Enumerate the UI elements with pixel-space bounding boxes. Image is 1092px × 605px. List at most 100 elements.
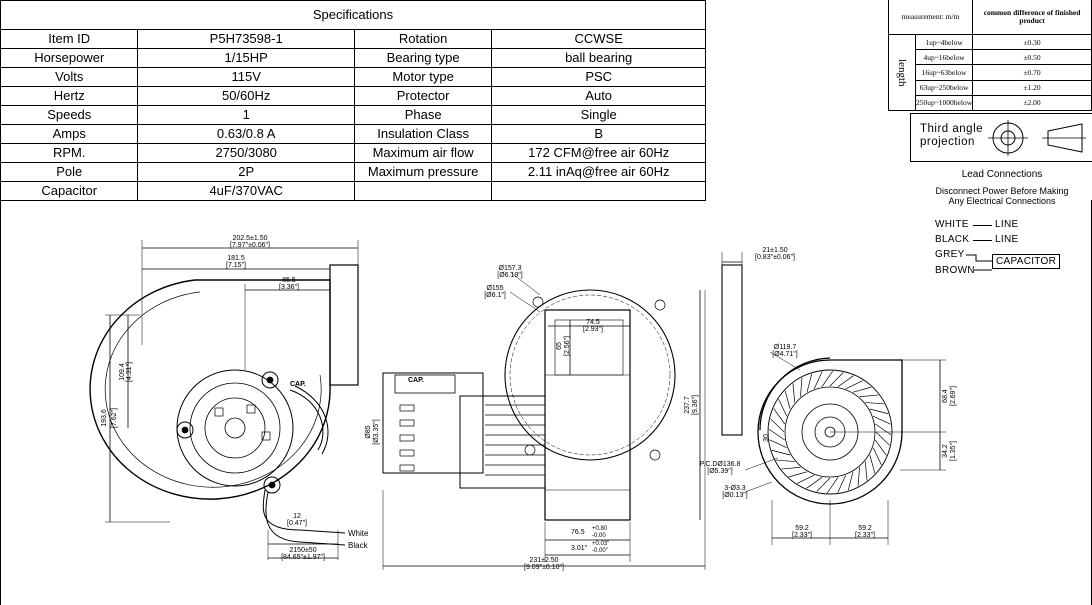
- mid-cap-label: CAP.: [408, 377, 424, 384]
- impeller-blade: [864, 461, 868, 481]
- right-dim-30: 30: [763, 434, 770, 442]
- spec-value: 172 CFM@free air 60Hz: [491, 143, 706, 163]
- spec-value: 50/60Hz: [137, 86, 355, 106]
- projection-line2: projection: [920, 136, 975, 148]
- right-dim-119b: [Ø4.71"]: [772, 351, 797, 358]
- mid-dim-157: Ø157.3: [499, 265, 522, 272]
- left-dim-2150b: [84.65"±1.97"]: [281, 554, 325, 561]
- spec-key: Phase: [353, 105, 493, 125]
- impeller-blade: [869, 408, 889, 415]
- mid-dim-231: 231±2.50: [529, 557, 558, 564]
- right-dim-holes: 3-Ø3.3: [724, 485, 746, 492]
- left-dim-193b: [7.62"]: [111, 408, 118, 428]
- impeller-blade: [857, 467, 860, 487]
- spec-key: Capacitor: [0, 181, 139, 201]
- impeller-blade: [875, 439, 887, 456]
- mid-dim-76-plus: +0.80: [592, 526, 608, 532]
- left-cap-label: CAP.: [290, 381, 306, 388]
- mid-dim-237: 237.7: [684, 396, 691, 414]
- tolerance-value: ±0.30: [972, 33, 1092, 51]
- spec-key: Maximum air flow: [353, 143, 493, 163]
- tolerance-value: ±0.50: [972, 49, 1092, 66]
- spec-value: 1/15HP: [137, 48, 355, 68]
- left-dim-193: 193.6: [101, 409, 108, 427]
- spec-value: 2.11 inAq@free air 60Hz: [491, 162, 706, 182]
- right-dim-59ab: [2.33"]: [792, 532, 812, 539]
- impeller-blade: [778, 398, 788, 417]
- impeller-blade: [821, 370, 834, 387]
- tolerance-row: 63up~250below±1.20: [889, 79, 1092, 96]
- right-dim-21b: [0.83"±0.06"]: [755, 254, 795, 261]
- mid-dim-155: Ø155: [486, 285, 503, 292]
- right-dim-21: 21±1.50: [762, 247, 787, 254]
- spec-value: 2750/3080: [137, 143, 355, 163]
- wire-grey-label: GREY: [935, 249, 965, 260]
- impeller-blade: [875, 431, 890, 446]
- projection-line1: Third angle: [920, 123, 984, 135]
- mid-dim-85: Ø85: [365, 425, 372, 438]
- mid-dim-74b: [2.93"]: [583, 326, 603, 333]
- left-dim-181: 181.5: [227, 255, 245, 262]
- impeller-blade: [800, 377, 803, 397]
- impeller-blade: [806, 373, 813, 393]
- impeller-blade: [837, 375, 854, 387]
- spec-key: Maximum pressure: [353, 162, 493, 182]
- blower-technical-drawing: 202.5±1.50 [7.97"±0.06"] 181.5 [7.15"] 8…: [89, 235, 957, 571]
- right-dim-pcdb: [Ø5.39"]: [707, 468, 732, 475]
- spec-value: P5H73598-1: [137, 29, 355, 49]
- wire-brown-label: BROWN: [935, 265, 975, 276]
- tolerance-row: 16up~63below±0.70: [889, 64, 1092, 81]
- impeller-blade: [847, 471, 854, 491]
- right-dim-34b: [1.35"]: [950, 441, 957, 461]
- impeller-blade: [829, 372, 844, 387]
- left-dim-109: 109.4: [119, 363, 126, 381]
- projection-box: Third angle projection: [910, 113, 1092, 162]
- left-white-label: White: [348, 529, 369, 538]
- right-dim-holesb: [Ø0.13"]: [722, 492, 747, 499]
- spec-value: [491, 181, 706, 201]
- left-view: [89, 240, 359, 560]
- tolerance-header-measure: measurement: m/m: [887, 0, 974, 35]
- spec-value: 2P: [137, 162, 355, 182]
- mid-dim-301: 3.01": [571, 545, 588, 552]
- spec-value: PSC: [491, 67, 706, 87]
- tolerance-value: ±1.20: [972, 79, 1092, 96]
- mid-dim-65b: [2.56"]: [564, 336, 571, 356]
- impeller-blade: [816, 477, 831, 492]
- right-view: [721, 252, 946, 545]
- spec-key: Item ID: [0, 29, 139, 49]
- impeller-blade: [852, 386, 872, 393]
- impeller-blade: [869, 454, 876, 474]
- impeller-blade: [873, 415, 891, 425]
- capacitor-box: CAPACITOR: [992, 254, 1061, 269]
- left-dim-109b: [4.31"]: [126, 362, 133, 382]
- left-dim-181b: [7.15"]: [226, 262, 246, 269]
- impeller-blade: [771, 449, 791, 456]
- spec-value: CCWSE: [491, 29, 706, 49]
- spec-key: Pole: [0, 162, 139, 182]
- spec-key: Protector: [353, 86, 493, 106]
- spec-value: ball bearing: [491, 48, 706, 68]
- impeller-blade: [781, 466, 801, 470]
- spec-key: RPM.: [0, 143, 139, 163]
- left-dim-12: 12: [293, 513, 301, 520]
- lead-warning-line2: Any Electrical Connections: [948, 196, 1056, 206]
- spec-key: Volts: [0, 67, 139, 87]
- lead-connections-title: Lead Connections: [961, 169, 1043, 180]
- mid-dim-76-minus: -0.00: [592, 533, 606, 539]
- mid-dim-65: 65: [556, 342, 563, 350]
- tolerance-value: ±2.00: [972, 94, 1092, 112]
- mid-dim-157b: [Ø6.19"]: [497, 272, 522, 279]
- impeller-blade: [872, 447, 882, 466]
- left-dim-202b: [7.97"±0.06"]: [230, 242, 270, 249]
- impeller-blade: [806, 477, 823, 489]
- impeller-blade: [845, 380, 864, 390]
- left-dim-12b: [0.47"]: [287, 520, 307, 527]
- mid-dim-76: 76.5: [571, 529, 585, 536]
